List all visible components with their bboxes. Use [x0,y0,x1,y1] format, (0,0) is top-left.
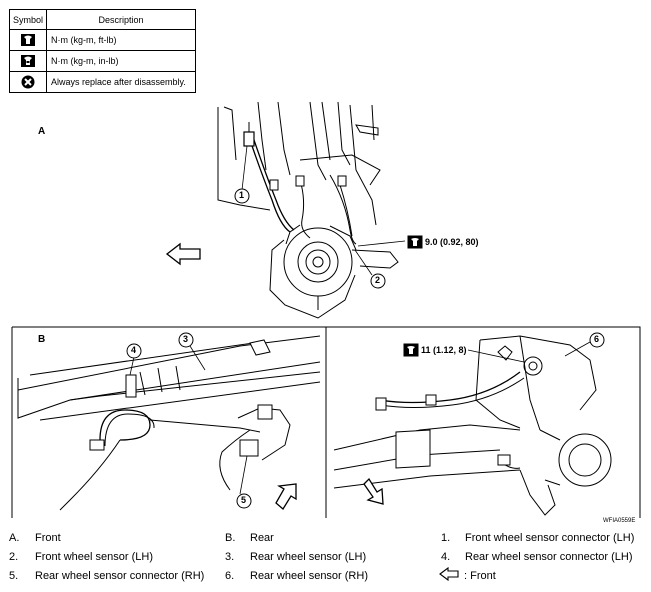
front-direction-arrow [165,242,201,266]
symbol-table: Symbol Description N·m (kg-m, ft-lb) N·m… [9,9,196,93]
panel-border-b2 [326,326,641,518]
legend-key: 1. [441,532,451,544]
torque-wrench-inlb-icon [9,50,47,72]
legend-text: Front [35,532,61,544]
front-view-drawing [217,101,406,319]
callout-2: 2 [375,275,381,285]
legend-text: Rear wheel sensor (LH) [250,551,367,563]
callout-4: 4 [131,345,137,355]
torque-wrench-icon [403,343,419,357]
callout-5: 5 [241,495,247,505]
front-arrow-legend-icon [439,566,459,582]
callout-6: 6 [594,334,600,344]
callout-3: 3 [183,334,189,344]
replace-icon [9,71,47,93]
legend-key: B. [225,532,236,544]
legend-key: 4. [441,551,451,563]
front-direction-arrow [275,483,297,510]
legend-key: 2. [9,551,19,563]
panel-border-b [11,326,327,518]
rear-rh-drawing [333,332,612,516]
torque-wrench-icon [407,235,423,249]
legend-text: Rear wheel sensor connector (RH) [35,570,205,582]
legend-key: 3. [225,551,235,563]
torque-value-rear: 11 (1.12, 8) [421,345,467,355]
legend-text: Rear [250,532,274,544]
legend-key: A. [9,532,20,544]
legend-text: Rear wheel sensor connector (LH) [465,551,633,563]
legend-text: : Front [464,570,496,582]
view-label-a: A [38,126,46,137]
legend-key: 6. [225,570,235,582]
legend-key: 5. [9,570,19,582]
figure-code: WFIA0559E [603,518,636,524]
symbol-description: Always replace after disassembly. [46,71,196,93]
legend-text: Front wheel sensor (LH) [35,551,153,563]
torque-value-front: 9.0 (0.92, 80) [425,237,479,247]
callout-1: 1 [239,190,245,200]
torque-wrench-icon [9,29,47,51]
rear-lh-drawing [17,332,321,511]
legend-text: Front wheel sensor connector (LH) [465,532,635,544]
view-label-b: B [38,334,46,345]
legend-text: Rear wheel sensor (RH) [250,570,368,582]
front-direction-arrow [363,477,384,505]
